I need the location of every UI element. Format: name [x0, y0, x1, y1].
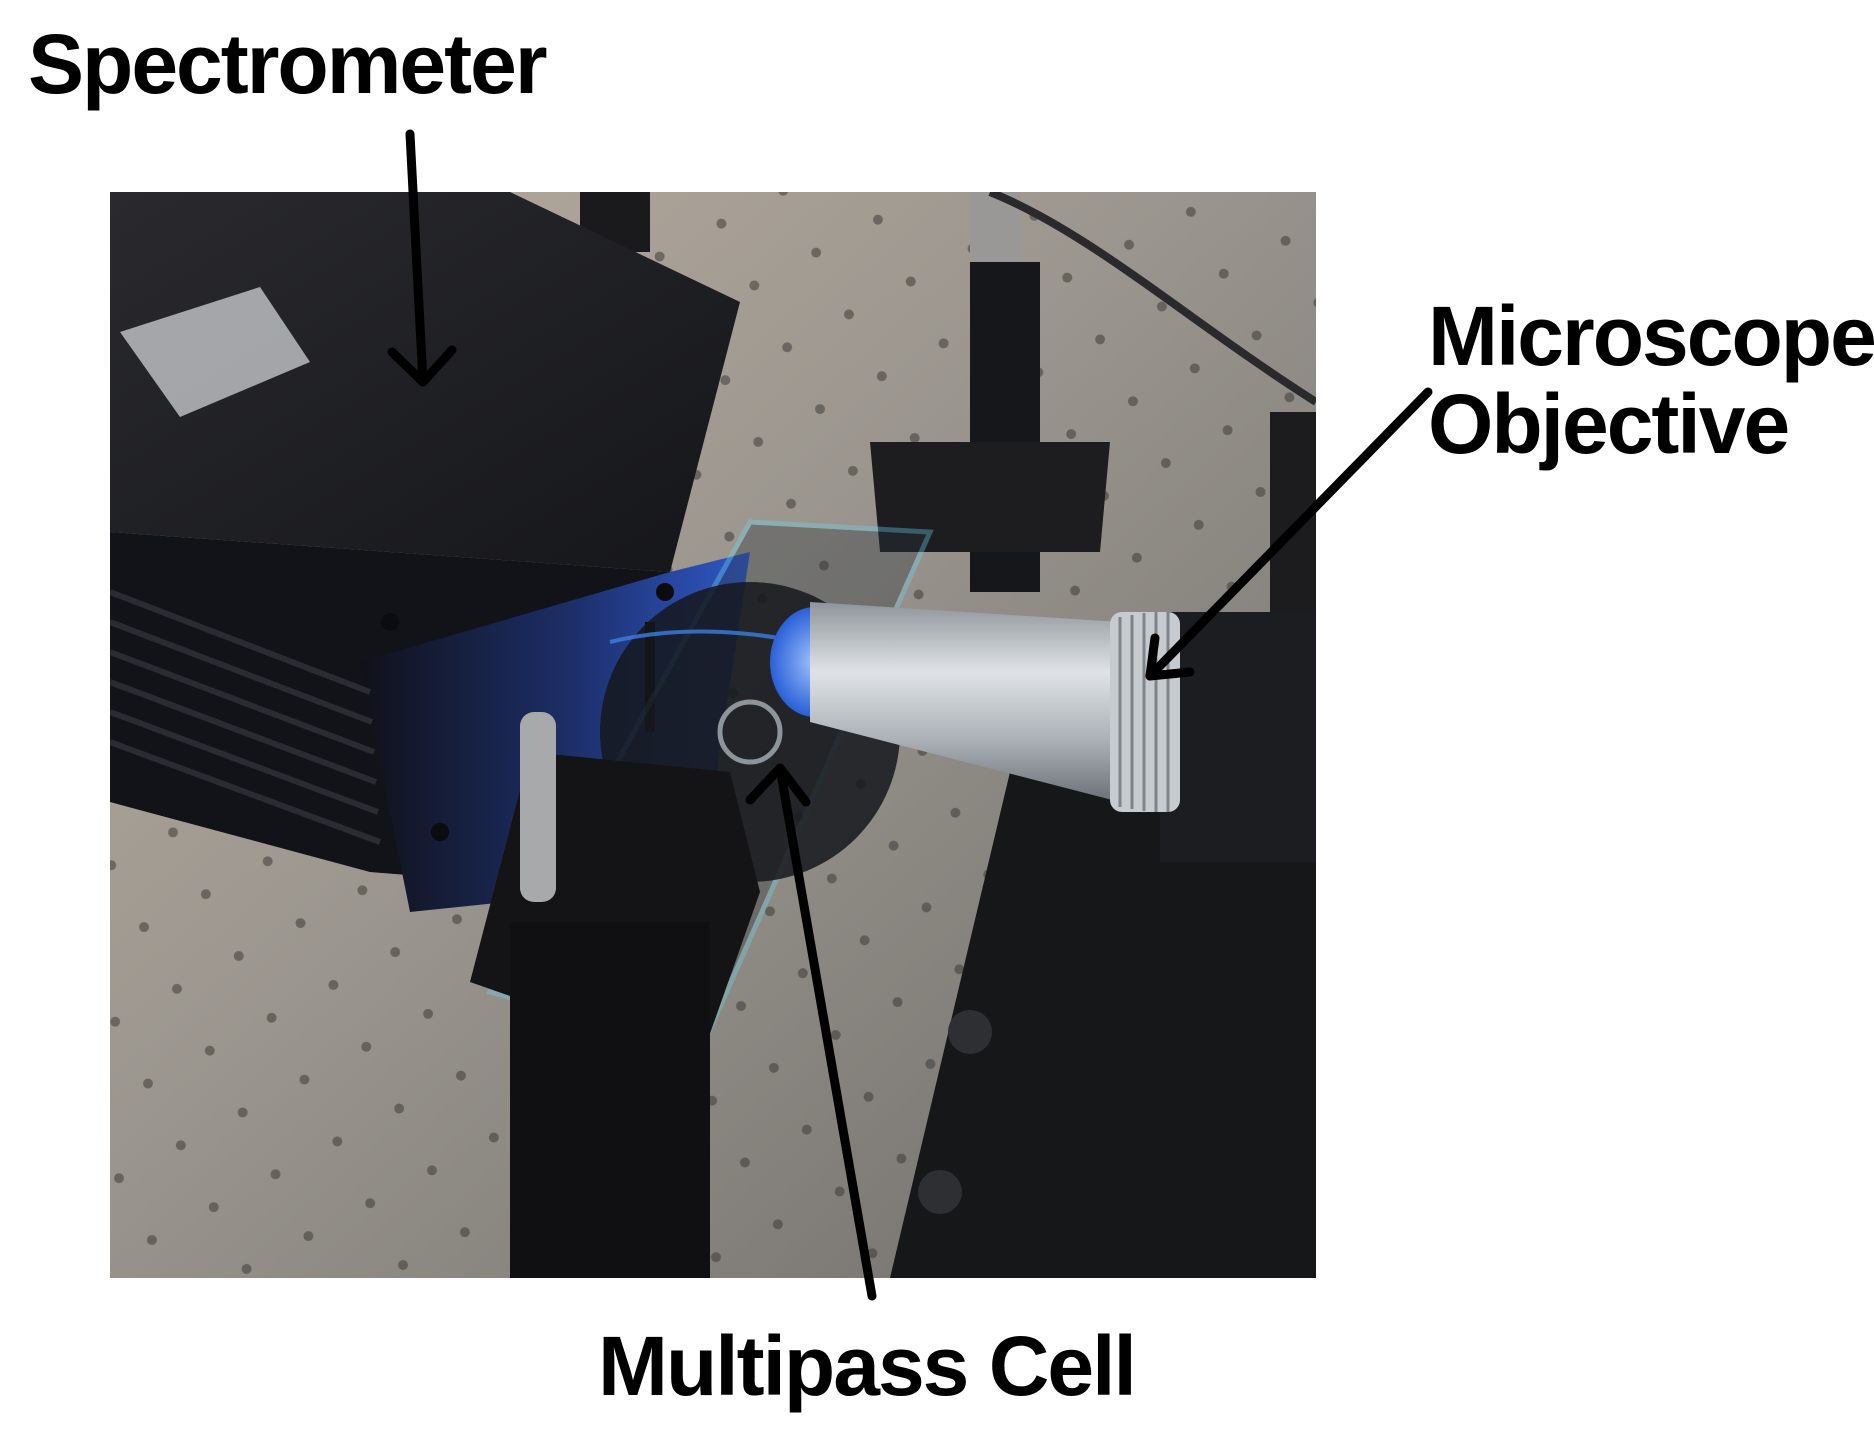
post-base-plate	[870, 442, 1110, 552]
mirror-aperture	[717, 699, 783, 765]
glass-sample-on-top	[120, 287, 310, 417]
screw-3	[431, 823, 449, 841]
multipass-cell-label: Multipass Cell	[598, 1319, 1137, 1413]
microscope-label-line2: Objective	[1428, 377, 1790, 472]
setup-photo	[110, 192, 1316, 1278]
objective-barrel	[810, 602, 1120, 802]
spectrometer-label: Spectrometer	[28, 17, 548, 111]
setup-photo-svg	[110, 192, 1316, 1278]
post-right-edge	[1270, 412, 1316, 612]
thumb-screw	[520, 712, 556, 902]
microscope-objective-label: Microscope Objective	[1428, 289, 1874, 472]
objective-mount	[890, 752, 1316, 1278]
mount-screw-2	[918, 1170, 962, 1214]
cable	[988, 192, 1316, 406]
screw-1	[381, 613, 399, 631]
microscope-label-line1: Microscope	[1428, 289, 1874, 383]
holder-post	[510, 922, 710, 1278]
mount-screw-1	[948, 1010, 992, 1054]
screw-2	[656, 583, 674, 601]
heat-sink-fins	[110, 589, 382, 845]
objective-holder	[1160, 612, 1316, 862]
